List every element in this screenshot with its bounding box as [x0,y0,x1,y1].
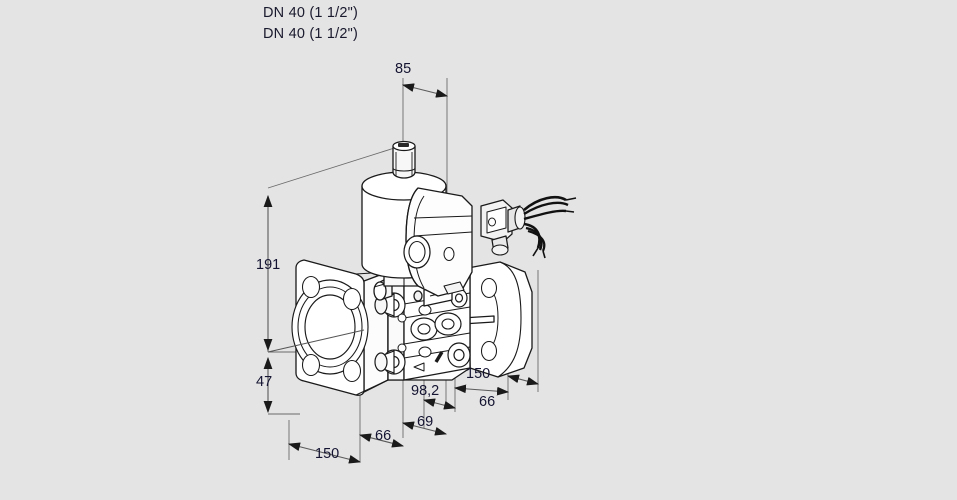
dimension-label-offset-left: 66 [375,428,391,444]
dimension-label-length-left: 150 [315,446,339,462]
centerline [267,329,365,353]
header-line-1: DN 40 (1 1/2") [263,5,358,21]
dimension-label-height-total: 191 [256,257,280,273]
header-line-2: DN 40 (1 1/2") [263,26,358,42]
dimension-label-length-right: 150 [466,366,490,382]
cable-harness [523,196,577,259]
angled-cover [403,187,473,297]
dimension-label-width-top: 85 [395,61,411,77]
right-flange [461,261,533,378]
dimension-label-height-axis: 47 [256,374,272,390]
dimension-lines [263,83,540,464]
dimension-label-depth-center: 98,2 [411,383,439,399]
dimension-label-offset-right: 66 [479,394,495,410]
dimension-label-offset-center: 69 [417,414,433,430]
electrical-connector [480,199,526,256]
valve-bolts [374,288,471,375]
left-flange [291,259,389,396]
